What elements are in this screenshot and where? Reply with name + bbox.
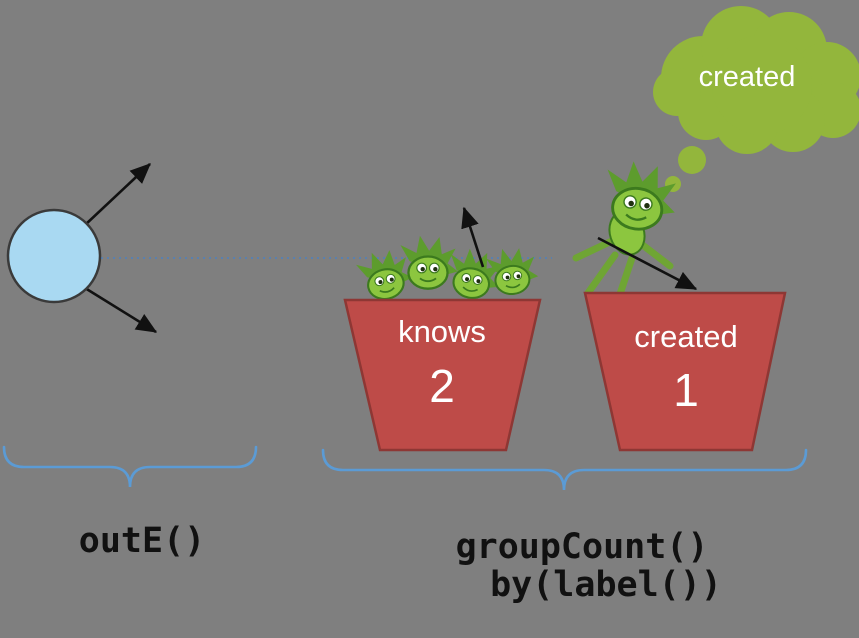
thought-tail-bubble-large xyxy=(678,146,706,174)
thought-bubble-label: created xyxy=(699,61,796,93)
code-by-label: by(label()) xyxy=(490,565,722,605)
right-brace xyxy=(321,448,808,491)
bucket-knows-count: 2 xyxy=(429,360,455,412)
out-edge-arrow-up xyxy=(84,163,151,226)
code-groupCount: groupCount() xyxy=(456,527,709,567)
bucket-created-count: 1 xyxy=(673,364,699,416)
braces xyxy=(2,445,808,491)
arrows xyxy=(84,163,698,334)
bucket-knows-label: knows xyxy=(398,314,486,349)
thought-bubble xyxy=(653,6,859,192)
left-brace xyxy=(2,445,258,488)
code-outE: outE() xyxy=(79,521,205,561)
out-edge-arrow-down xyxy=(84,286,158,334)
vertex-node xyxy=(6,208,102,304)
bucket-created xyxy=(583,291,787,452)
bucket-knows xyxy=(343,298,542,452)
bucket-knows-arrow xyxy=(461,206,485,268)
bucket-created-arrow xyxy=(597,236,698,291)
bucket-created-label: created xyxy=(634,319,737,354)
